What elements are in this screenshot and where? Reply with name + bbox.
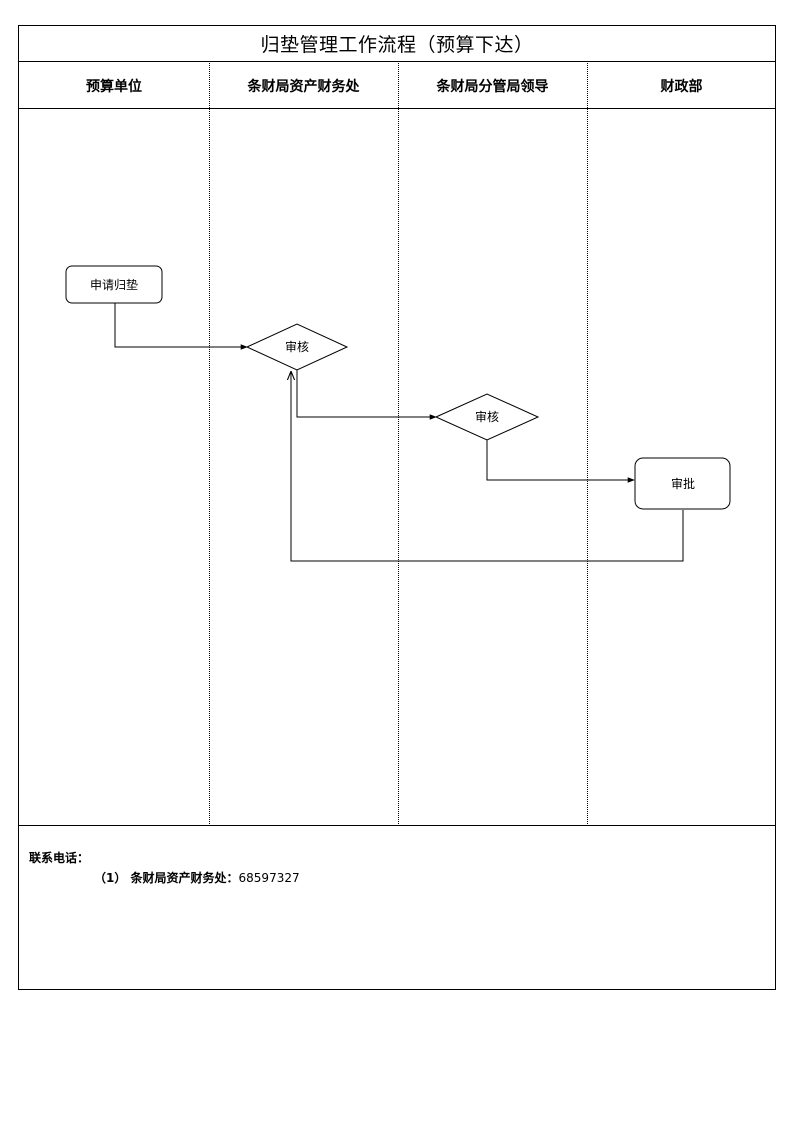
contact-label: 联系电话：: [29, 851, 90, 865]
edge-approve-back-to-review1: [291, 372, 684, 562]
node-apply: 申请归垫: [65, 265, 163, 304]
lane-header-ministry-of-finance: 财政部: [660, 78, 703, 95]
node-review1: 审核: [245, 323, 349, 371]
lane-header-budget-unit: 预算单位: [86, 78, 142, 95]
edge-apply-to-review1: [114, 303, 248, 350]
lane-header-bureau-leader: 条财局分管局领导: [436, 78, 549, 95]
contact-number: 68597327: [238, 871, 300, 885]
diagram-title: 归垫管理工作流程（预算下达）: [19, 26, 775, 62]
flowchart-frame: 归垫管理工作流程（预算下达） 预算单位 条财局资产财务处 条财局分管局领导 财政…: [18, 25, 776, 990]
lane-divider: [209, 63, 210, 826]
lane-divider: [587, 63, 588, 826]
node-review2: 审核: [434, 393, 540, 441]
node-apply-label: 申请归垫: [90, 277, 138, 292]
edge-review2-to-approve: [486, 439, 635, 483]
contact-line: （1） 条财局资产财务处：68597327: [94, 869, 300, 886]
contact-dept: （1） 条财局资产财务处：: [94, 871, 239, 885]
node-approve: 审批: [634, 457, 731, 510]
footer-divider: [19, 825, 775, 826]
lane-header-asset-finance-office: 条财局资产财务处: [247, 78, 360, 95]
header-divider: [19, 108, 775, 109]
lane-divider: [398, 63, 399, 826]
node-approve-label: 审批: [671, 476, 695, 491]
node-review2-label: 审核: [475, 409, 499, 424]
node-review1-label: 审核: [285, 339, 309, 354]
edge-review1-to-review2: [296, 370, 437, 420]
